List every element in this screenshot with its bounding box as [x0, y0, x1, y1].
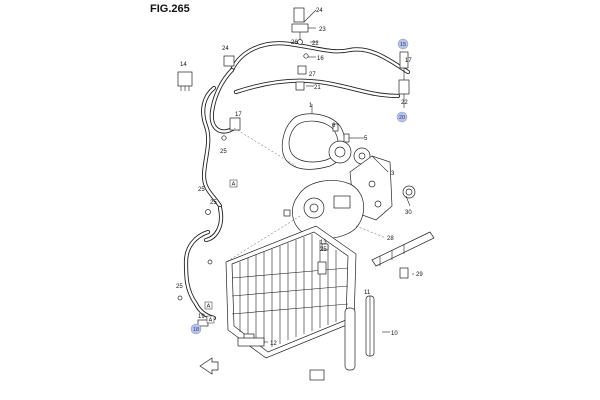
callout-3: 3	[391, 171, 395, 177]
view-mark-a-1: A	[229, 179, 238, 188]
bolt-6	[332, 123, 339, 132]
callouts: 24 23 26 22 16 27 21 24 14 17 22 17 25 2…	[176, 8, 423, 347]
highlight-ref-15[interactable]: 15	[397, 38, 409, 50]
left-clip-group	[221, 55, 241, 141]
svg-text:A: A	[232, 182, 236, 188]
receiver-dryer	[344, 295, 375, 371]
ac-compressor	[292, 180, 364, 239]
callout-16: 16	[317, 56, 324, 62]
grommet-30	[402, 185, 416, 199]
highlight-ref-20[interactable]: 20	[396, 111, 408, 123]
bolt-5	[343, 133, 360, 143]
highlighted-refs: 15 20 18	[190, 38, 409, 335]
callout-17-right: 17	[405, 58, 412, 64]
view-mark-a-2: A	[204, 301, 213, 310]
pressure-switch-group	[295, 65, 307, 91]
callout-13: 13	[320, 240, 327, 246]
callout-28: 28	[387, 236, 394, 242]
callout-23: 23	[319, 27, 326, 33]
callout-14: 14	[180, 62, 187, 68]
view-marks: A A A	[204, 179, 238, 324]
discharge-pipe	[183, 205, 224, 321]
callout-29: 29	[416, 272, 423, 278]
highlight-ref-18[interactable]: 18	[190, 323, 202, 335]
callout-1: 1	[309, 103, 313, 109]
svg-text:A: A	[209, 318, 213, 324]
condenser-fins	[231, 234, 349, 347]
callout-26: 26	[291, 40, 298, 46]
condenser-bracket-12	[237, 337, 265, 347]
callout-21: 21	[314, 85, 321, 91]
condenser	[225, 225, 357, 381]
callout-22-right: 22	[401, 100, 408, 106]
svg-text:A: A	[207, 304, 211, 310]
upper-hose-assembly	[209, 41, 411, 134]
callout-22: 22	[312, 41, 319, 47]
callout-5: 5	[364, 136, 368, 142]
reference-lines	[225, 127, 387, 263]
callout-25-c: 25	[210, 200, 217, 206]
wiring-harness	[371, 231, 435, 279]
compressor-clutch	[328, 140, 371, 165]
svg-text:20: 20	[399, 115, 405, 121]
callout-27: 27	[309, 72, 316, 78]
callout-25-a: 25	[220, 149, 227, 155]
callout-30: 30	[405, 210, 412, 216]
callout-24-top: 24	[316, 8, 323, 14]
callout-24-left: 24	[222, 46, 229, 52]
right-fitting-group	[398, 51, 410, 108]
callout-10: 10	[391, 331, 398, 337]
svg-text:15: 15	[400, 42, 406, 48]
suction-pipe	[201, 85, 223, 209]
leader-lines	[264, 41, 414, 343]
callout-12: 12	[270, 341, 277, 347]
callout-17-left: 17	[235, 112, 242, 118]
front-direction-arrow-icon	[199, 357, 219, 375]
callout-19: 19	[198, 314, 205, 320]
drive-belt	[281, 113, 346, 170]
view-mark-a-3: A	[206, 315, 215, 324]
relay	[177, 71, 193, 91]
callout-11: 11	[364, 290, 371, 296]
callout-25-b: 25	[198, 187, 205, 193]
figure-title: FIG.265	[150, 3, 190, 15]
callout-25-e: 25	[176, 284, 183, 290]
top-bracket-group	[291, 7, 317, 59]
svg-text:18: 18	[193, 327, 199, 333]
callout-25-d: 25	[320, 247, 327, 253]
callout-6: 6	[332, 123, 336, 129]
